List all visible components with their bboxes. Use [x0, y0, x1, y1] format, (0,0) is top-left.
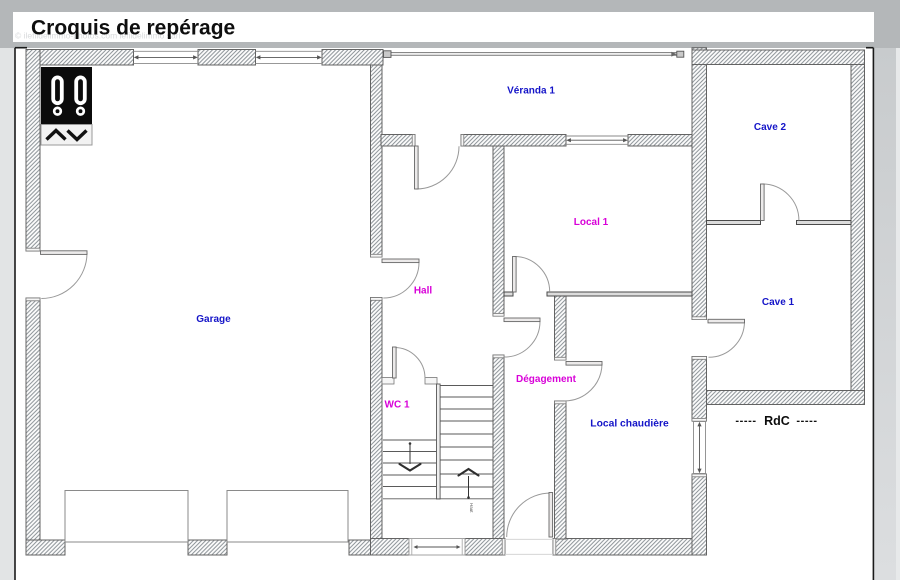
svg-text:Local 1: Local 1 — [574, 217, 609, 228]
svg-text:Véranda 1: Véranda 1 — [507, 86, 555, 97]
svg-text:Dégagement: Dégagement — [516, 374, 577, 385]
svg-text:Local chaudière: Local chaudière — [590, 419, 669, 430]
svg-text:-----: ----- — [735, 415, 756, 427]
svg-text:-----: ----- — [796, 415, 817, 427]
svg-text:Haut: Haut — [469, 503, 474, 513]
svg-text:WC 1: WC 1 — [385, 400, 410, 411]
svg-text:Croquis de repérage: Croquis de repérage — [31, 17, 235, 40]
svg-text:Garage: Garage — [196, 314, 231, 325]
svg-text:Hall: Hall — [414, 286, 433, 297]
svg-text:Cave 2: Cave 2 — [754, 122, 787, 133]
svg-text:© ilefildelimmo-photos.com lef: © ilefildelimmo-photos.com lefildelimmo … — [15, 31, 181, 41]
svg-text:Cave 1: Cave 1 — [762, 297, 795, 308]
svg-text:RdC: RdC — [764, 414, 790, 428]
